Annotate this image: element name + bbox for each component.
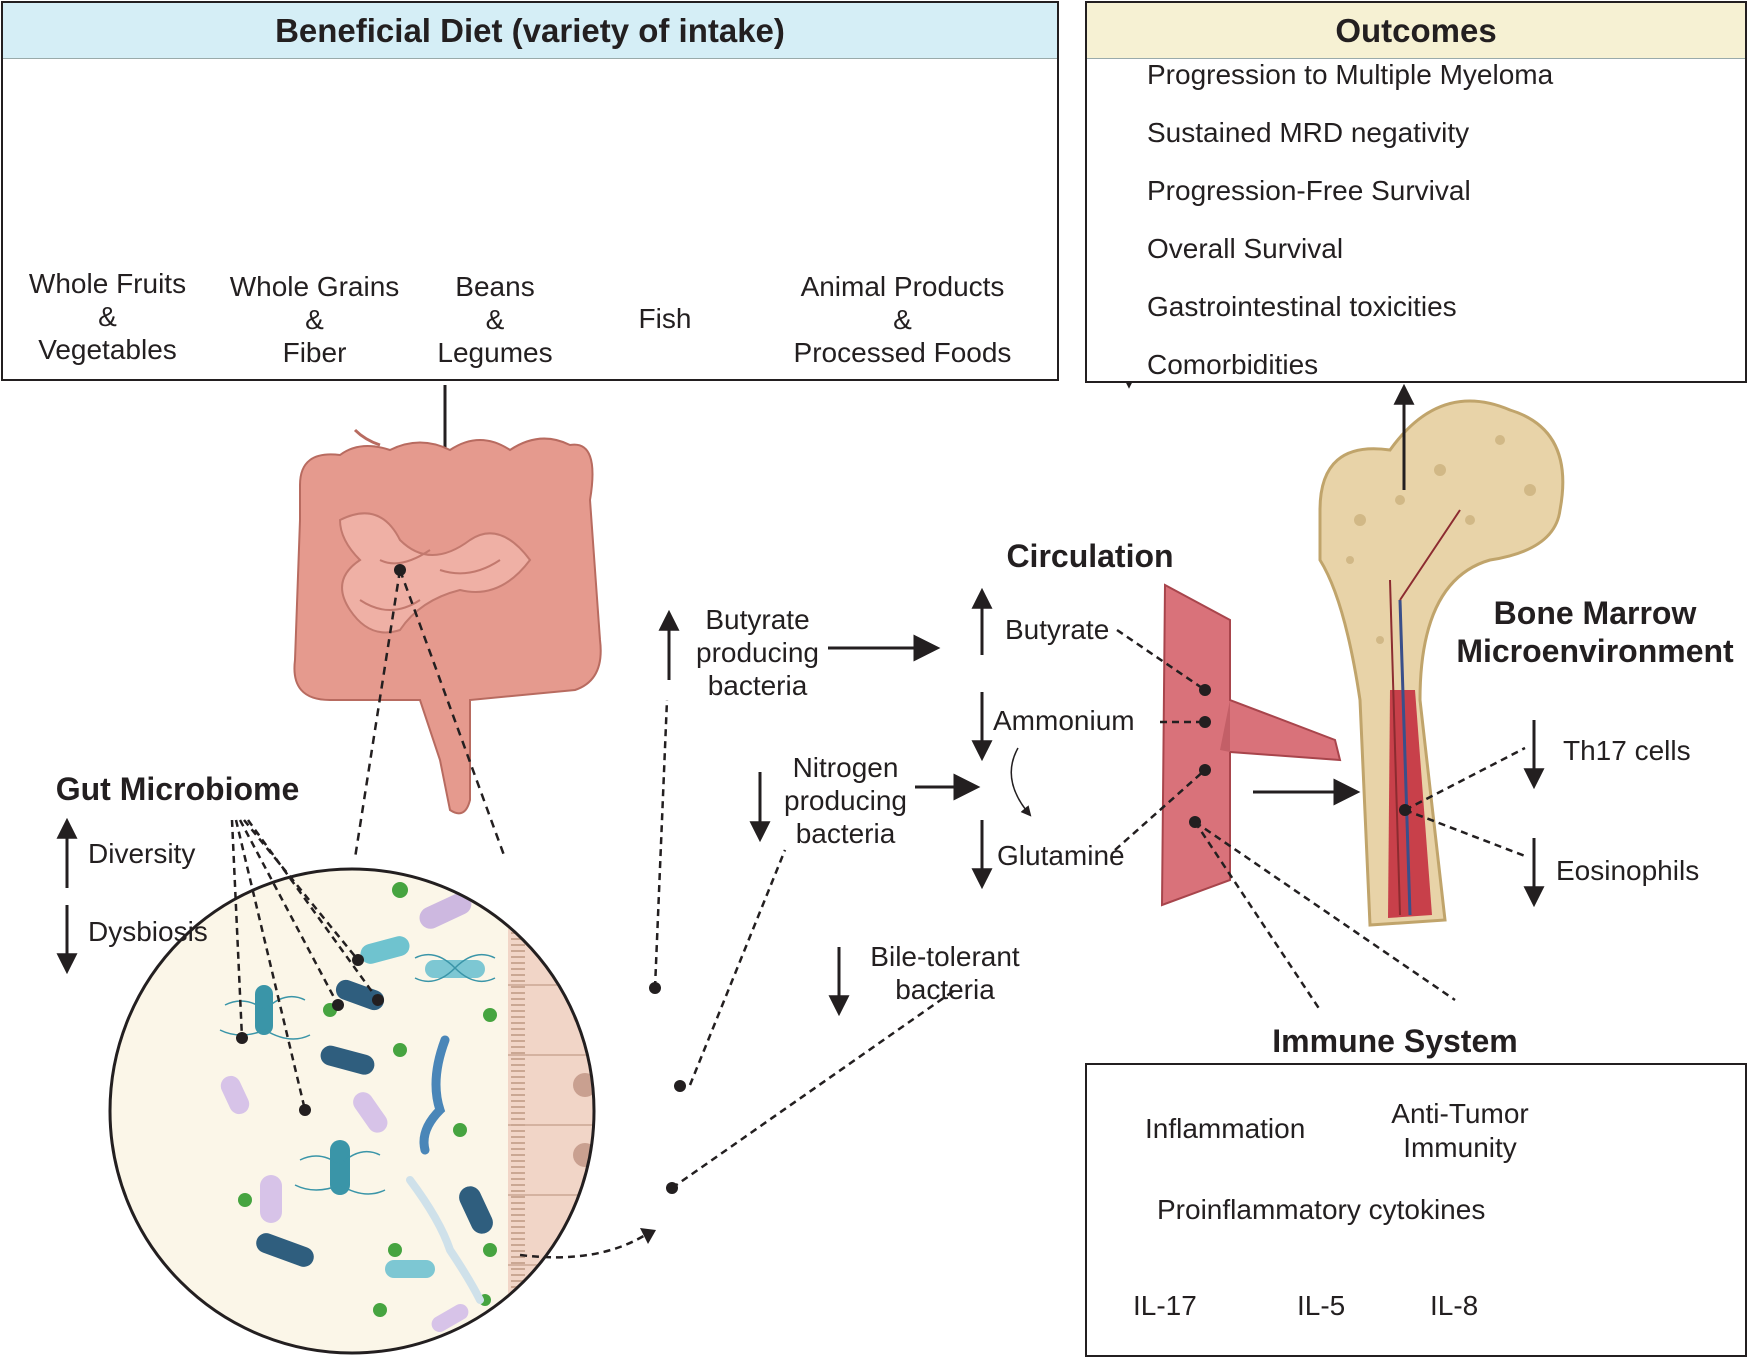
- dysbiosis-label: Dysbiosis: [88, 916, 208, 947]
- circulation-butyrate: Butyrate: [1005, 614, 1110, 645]
- diet-title: Beneficial Diet (variety of intake): [3, 3, 1057, 59]
- inflammation-label: Inflammation: [1145, 1113, 1306, 1144]
- th17-label: Th17 cells: [1563, 735, 1691, 766]
- il5-label: IL-5: [1297, 1290, 1346, 1321]
- immune-system-title: Immune System: [1272, 1023, 1518, 1059]
- circulation-glutamine: Glutamine: [997, 840, 1125, 871]
- outcome-item: Progression to Multiple Myeloma: [1147, 59, 1554, 90]
- diversity-label: Diversity: [88, 838, 196, 869]
- microbiome-zoom-circle: [108, 867, 596, 1355]
- proinflammatory-cytokines-label: Proinflammatory cytokines: [1157, 1194, 1486, 1225]
- outcome-item: Progression-Free Survival: [1147, 175, 1471, 206]
- outcome-item: Gastrointestinal toxicities: [1147, 291, 1457, 322]
- gut-microbiome-title: Gut Microbiome: [55, 771, 300, 807]
- eosinophils-label: Eosinophils: [1556, 855, 1700, 886]
- immune-box: [1085, 1063, 1747, 1357]
- blood-vessel-illustration: [1160, 583, 1342, 907]
- diet-group-animal: Animal Products&Processed Foods: [793, 271, 1012, 368]
- outcomes-box: Outcomes Progression to Multiple Myeloma…: [1085, 1, 1747, 383]
- circulation-title: Circulation: [1006, 538, 1174, 574]
- diet-group-legumes: Beans&Legumes: [437, 271, 553, 368]
- diet-group-fruits: Whole Fruits&Vegetables: [28, 268, 187, 365]
- outcomes-title: Outcomes: [1087, 3, 1745, 59]
- outcome-item: Sustained MRD negativity: [1147, 117, 1470, 148]
- il17-label: IL-17: [1133, 1290, 1197, 1321]
- circulation-ammonium: Ammonium: [993, 705, 1135, 736]
- bone-illustration: [1318, 399, 1565, 927]
- diet-box: Beneficial Diet (variety of intake): [1, 1, 1059, 381]
- diet-group-fish: Fish: [638, 303, 692, 334]
- diet-group-grains: Whole Grains&Fiber: [229, 271, 400, 368]
- il8-label: IL-8: [1430, 1290, 1479, 1321]
- intestine-illustration: [293, 428, 602, 815]
- outcome-item: Comorbidities: [1147, 349, 1319, 380]
- microbiome-pointer-lines: [230, 819, 380, 1111]
- outcome-item: Overall Survival: [1147, 233, 1344, 264]
